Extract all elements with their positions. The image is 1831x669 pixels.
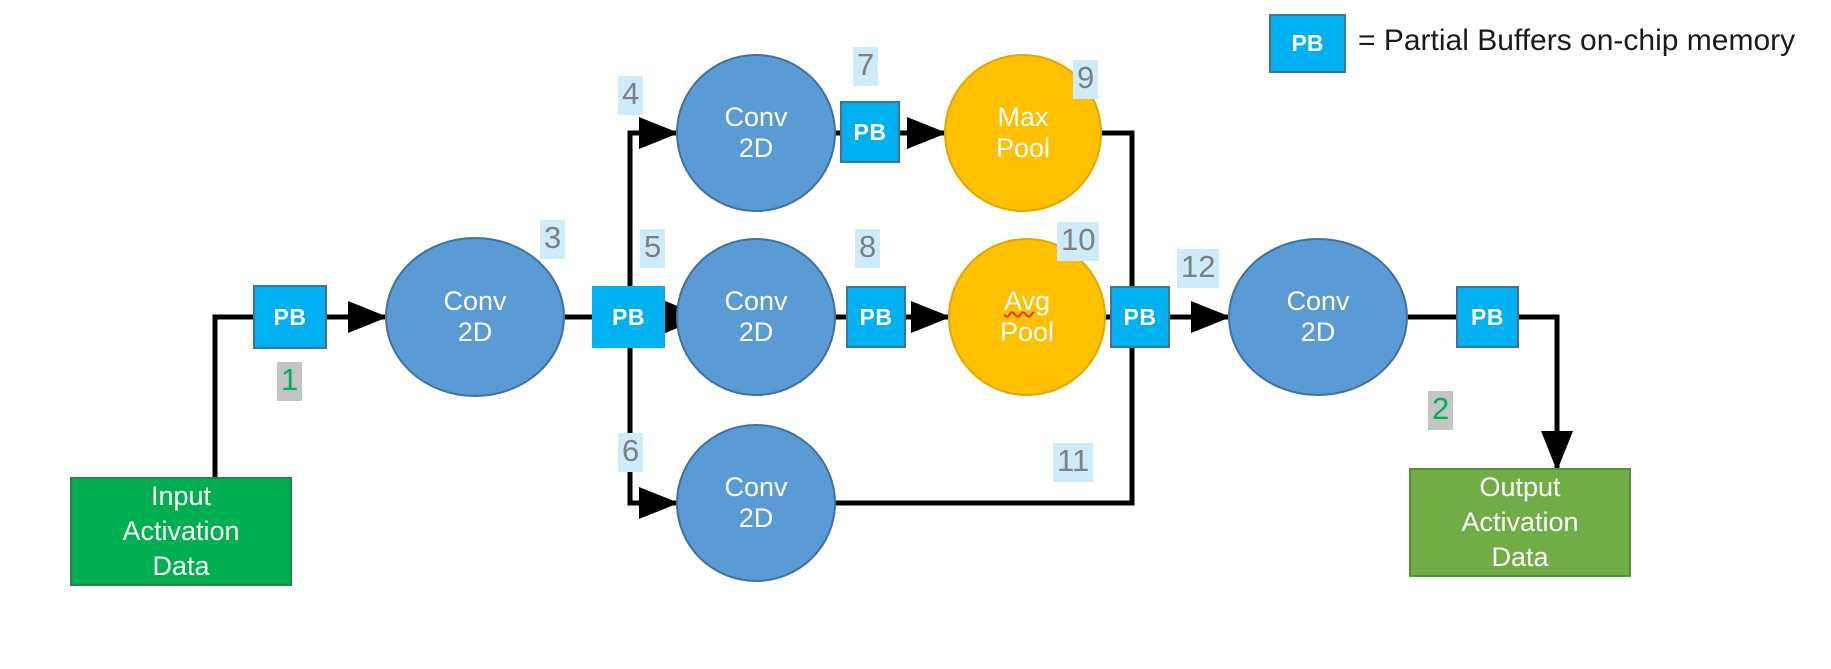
edge-label-6: 6 bbox=[618, 433, 644, 472]
max-pool-line1: Max bbox=[997, 101, 1049, 132]
avg-pool-line1: Avg bbox=[1003, 285, 1051, 316]
edge-label-8: 8 bbox=[855, 229, 881, 268]
output-block-line2: Activation bbox=[1461, 506, 1579, 537]
input-activation-block[interactable]: Input Activation Data bbox=[70, 477, 292, 586]
conv2d-stem-node[interactable]: Conv 2D bbox=[385, 237, 565, 397]
edge-pb-out-to-output bbox=[1519, 314, 1574, 471]
conv2d-mid-line1: Conv bbox=[724, 285, 788, 316]
edge-conv-bot-to-merge bbox=[765, 338, 1135, 506]
max-pool-line2: Pool bbox=[995, 133, 1051, 163]
legend-description: = Partial Buffers on-chip memory bbox=[1358, 24, 1796, 57]
edge-split-spine bbox=[627, 116, 679, 286]
conv2d-mid-node[interactable]: Conv 2D bbox=[676, 238, 836, 396]
edge-label-9: 9 bbox=[1073, 60, 1099, 99]
output-block-line1: Output bbox=[1479, 471, 1561, 502]
conv2d-top-line1: Conv bbox=[724, 101, 788, 132]
conv2d-head-line2: 2D bbox=[1300, 317, 1336, 347]
buffer-output[interactable]: PB bbox=[1456, 286, 1519, 348]
conv2d-bottom-node[interactable]: Conv 2D bbox=[676, 424, 836, 582]
input-block-line1: Input bbox=[150, 480, 212, 511]
conv2d-top-node[interactable]: Conv 2D bbox=[676, 54, 836, 212]
conv2d-mid-line2: 2D bbox=[738, 317, 774, 347]
conv2d-top-line2: 2D bbox=[738, 133, 774, 163]
buffer-top[interactable]: PB bbox=[840, 101, 900, 163]
avg-pool-node[interactable]: Avg Pool bbox=[948, 238, 1106, 396]
conv2d-bottom-line2: 2D bbox=[738, 503, 774, 533]
edge-label-2: 2 bbox=[1428, 391, 1454, 430]
legend-pb-badge: PB bbox=[1269, 14, 1346, 73]
edge-label-3: 3 bbox=[540, 220, 566, 259]
conv2d-head-line1: Conv bbox=[1286, 285, 1350, 316]
output-activation-block[interactable]: Output Activation Data bbox=[1409, 468, 1631, 577]
conv2d-bottom-line1: Conv bbox=[724, 471, 788, 502]
edge-label-12: 12 bbox=[1177, 249, 1220, 288]
edge-label-10: 10 bbox=[1057, 222, 1100, 261]
edge-label-4: 4 bbox=[618, 76, 644, 115]
conv2d-stem-line2: 2D bbox=[457, 317, 493, 347]
edge-split-spine-down bbox=[627, 348, 679, 519]
avg-pool-line2: Pool bbox=[999, 317, 1055, 347]
buffer-merge[interactable]: PB bbox=[1110, 286, 1170, 348]
edge-label-11: 11 bbox=[1053, 443, 1094, 482]
input-block-line2: Activation bbox=[122, 515, 240, 546]
buffer-input[interactable]: PB bbox=[253, 285, 327, 349]
buffer-mid[interactable]: PB bbox=[846, 286, 906, 348]
edge-label-7: 7 bbox=[853, 47, 879, 86]
edge-label-5: 5 bbox=[640, 229, 666, 268]
buffer-split[interactable]: PB bbox=[592, 286, 665, 348]
output-block-line3: Data bbox=[1491, 542, 1549, 573]
conv2d-head-node[interactable]: Conv 2D bbox=[1228, 238, 1408, 396]
edge-input-to-pb1 bbox=[212, 314, 253, 477]
edge-label-1: 1 bbox=[277, 362, 303, 401]
input-block-line3: Data bbox=[152, 551, 210, 582]
conv2d-stem-line1: Conv bbox=[443, 285, 507, 316]
